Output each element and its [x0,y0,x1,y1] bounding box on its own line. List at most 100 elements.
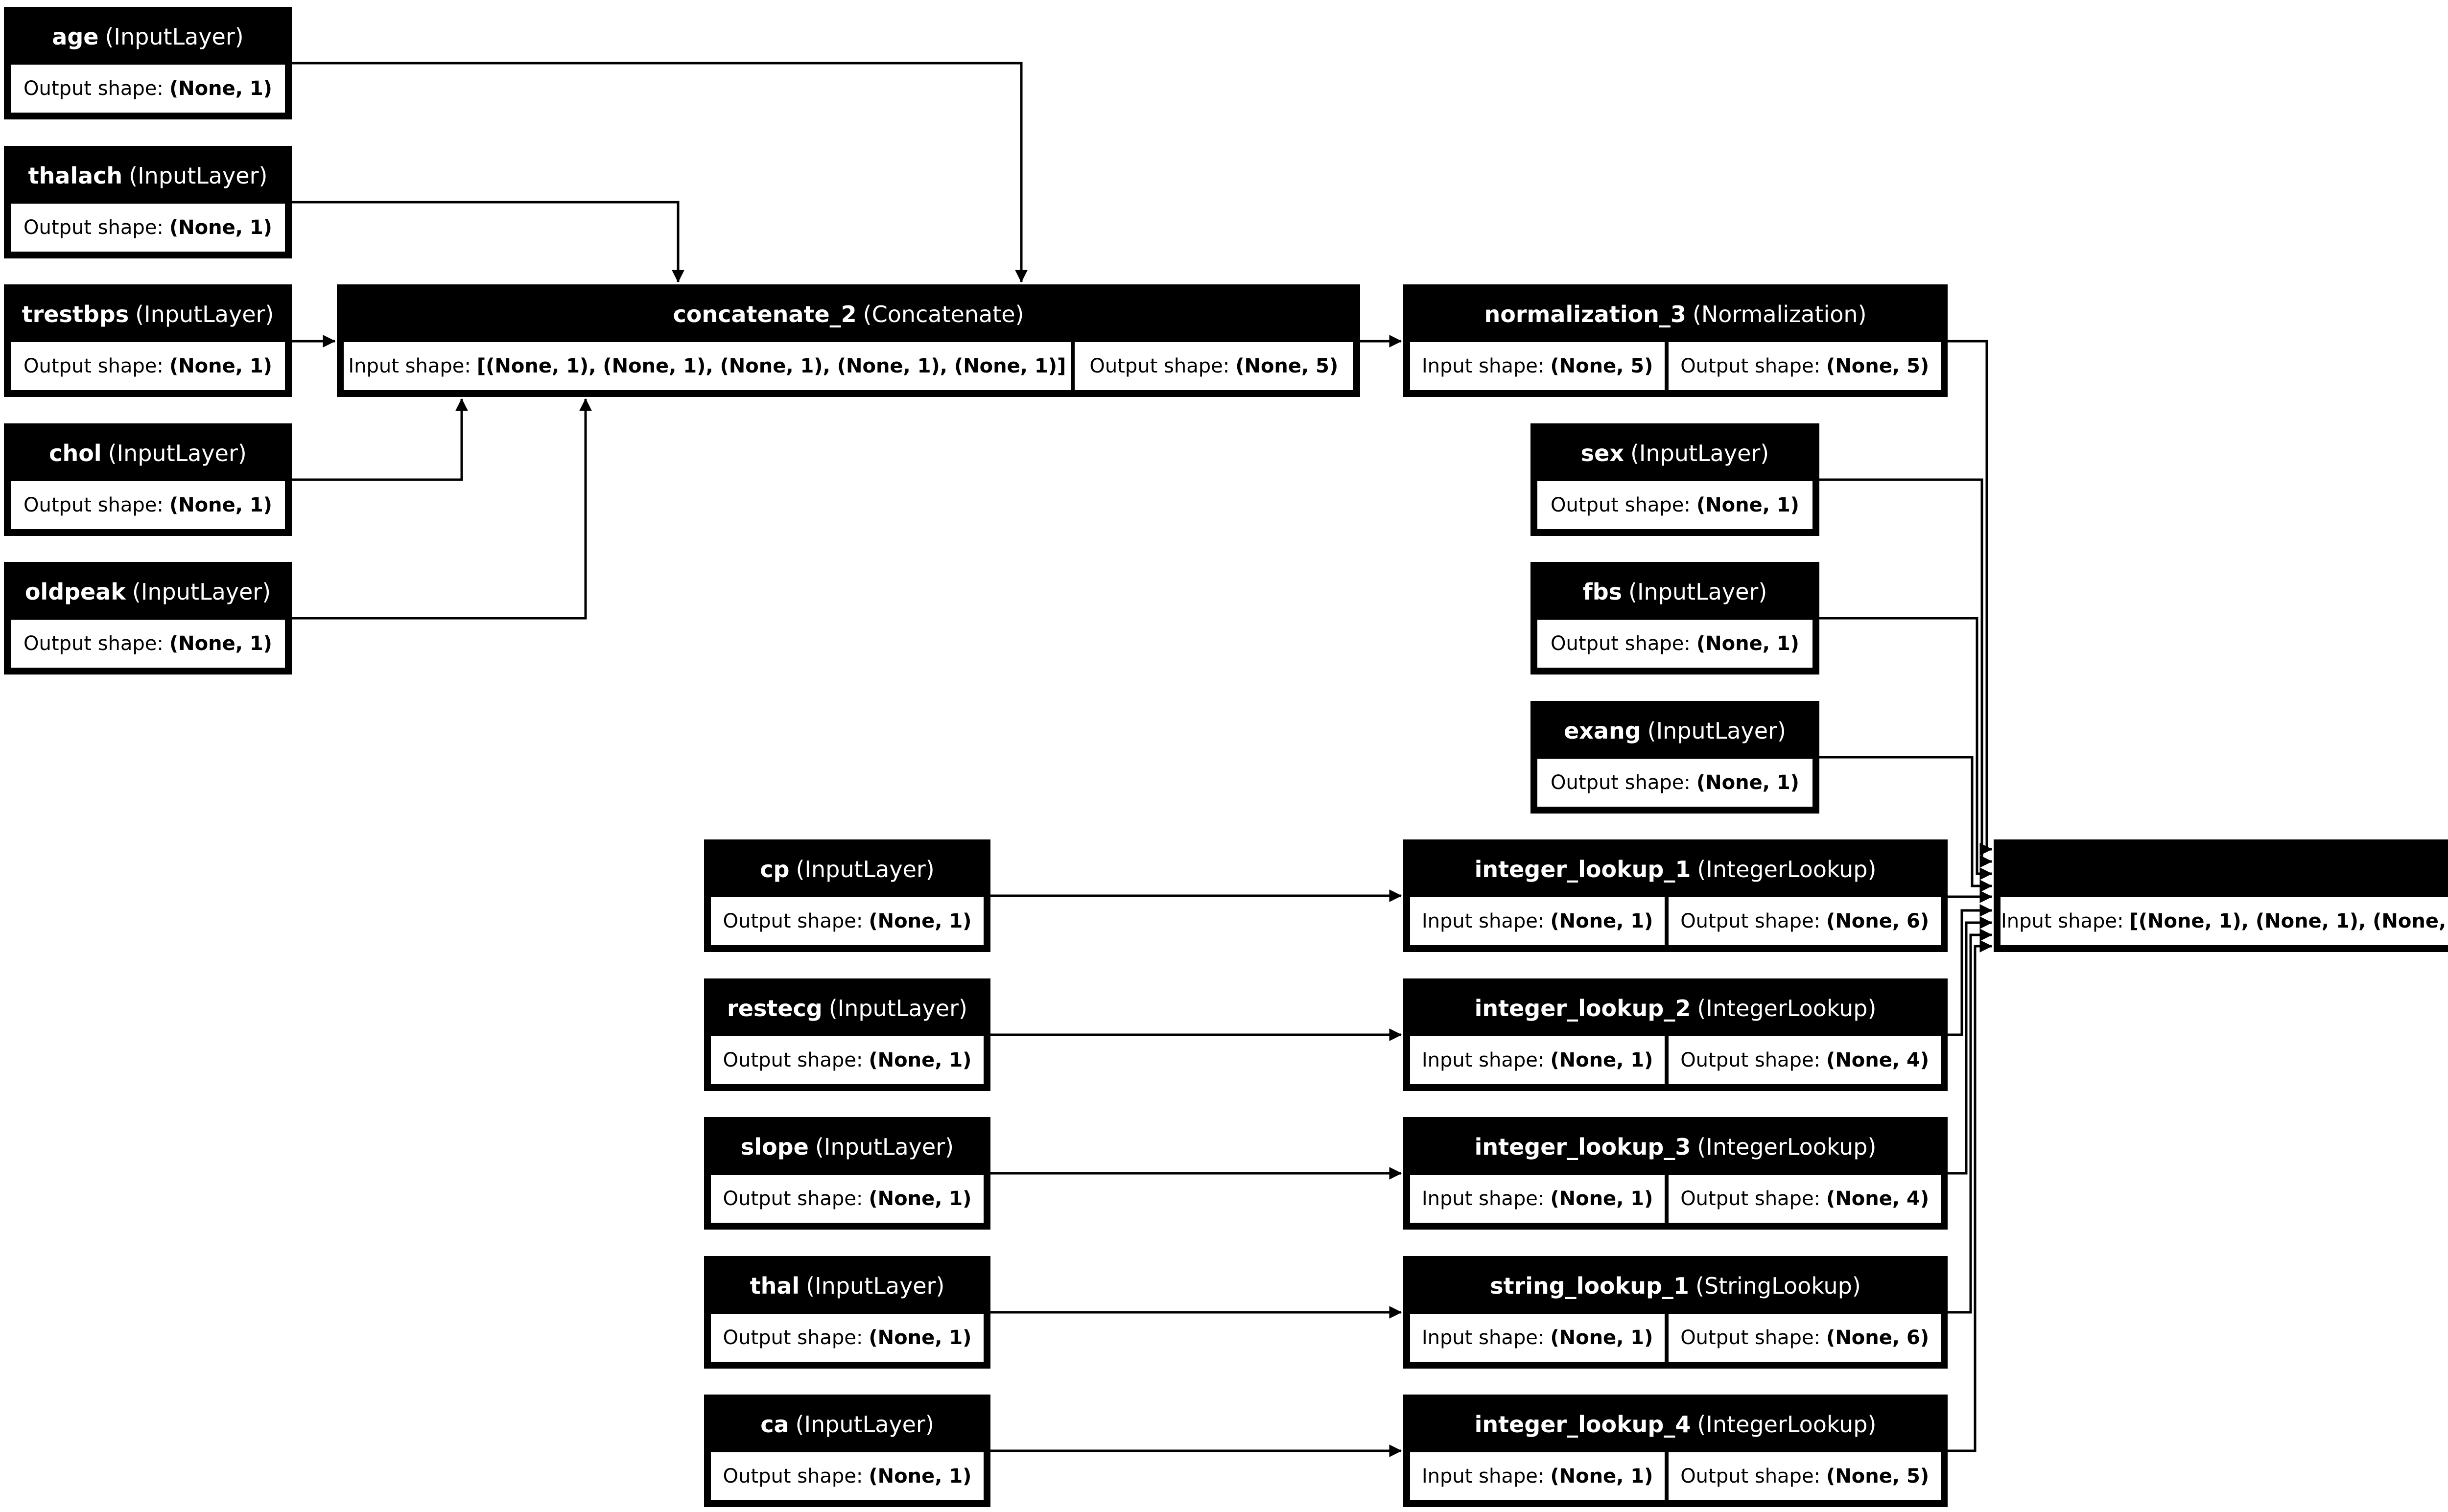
output-shape-cell: Output shape:(None, 1) [11,65,285,113]
layer-type: (IntegerLookup) [1697,995,1877,1022]
output-shape-cell: Output shape:(None, 1) [1537,481,1812,529]
node-title: thal(InputLayer) [707,1259,988,1313]
layer-type: (IntegerLookup) [1697,1411,1877,1438]
layer-name: thalach [28,163,123,189]
layer-type: (Normalization) [1692,301,1867,327]
layer-type: (InputLayer) [828,995,967,1022]
layer-type: (IntegerLookup) [1697,856,1877,883]
layer-type: (InputLayer) [1628,579,1767,605]
layer-name: concatenate_2 [673,301,857,327]
input-shape-cell: Input shape:(None, 5) [1410,342,1665,390]
output-shape-cell: Output shape:(None, 1) [711,897,984,945]
input-shape-cell: Input shape:[(None, 1), (None, 1), (None… [344,342,1071,390]
node-slope: slope(InputLayer) Output shape:(None, 1) [704,1117,990,1230]
edge-exang-to-concatenate_3 [1819,756,1993,892]
layer-name: oldpeak [24,579,126,605]
layer-type: (InputLayer) [132,579,271,605]
node-fbs: fbs(InputLayer) Output shape:(None, 1) [1530,562,1819,675]
layer-type: (InputLayer) [108,440,247,466]
node-cp: cp(InputLayer) Output shape:(None, 1) [704,839,990,952]
node-thalach: thalach(InputLayer) Output shape:(None, … [4,146,292,258]
output-shape-cell: Output shape:(None, 1) [11,204,285,252]
layer-type: (InputLayer) [135,301,274,327]
output-shape-cell: Output shape:(None, 5) [1074,342,1353,390]
layer-name: integer_lookup_3 [1474,1134,1691,1160]
output-shape-cell: Output shape:(None, 1) [711,1314,984,1362]
node-title: oldpeak(InputLayer) [7,565,289,619]
node-trestbps: trestbps(InputLayer) Output shape:(None,… [4,284,292,397]
node-title: slope(InputLayer) [707,1120,988,1174]
layer-name: integer_lookup_2 [1474,995,1691,1022]
node-title: normalization_3(Normalization) [1406,287,1945,341]
node-normalization_3: normalization_3(Normalization) Input sha… [1403,284,1948,397]
edge-normalization_3-to-concatenate_3 [1948,340,1993,856]
input-shape-cell: Input shape:(None, 1) [1410,1452,1665,1500]
input-shape-cell: Input shape:(None, 1) [1410,1036,1665,1084]
node-age: age(InputLayer) Output shape:(None, 1) [4,7,292,119]
edge-string_lookup_1-to-concatenate_3 [1948,929,1993,1314]
layer-name: trestbps [22,301,129,327]
node-oldpeak: oldpeak(InputLayer) Output shape:(None, … [4,562,292,675]
output-shape-cell: Output shape:(None, 1) [11,342,285,390]
layer-name: fbs [1582,579,1623,605]
output-shape-cell: Output shape:(None, 6) [1669,1314,1941,1362]
layer-name: sex [1580,440,1624,466]
edge-fbs-to-concatenate_3 [1819,617,1993,880]
input-shape-cell: Input shape:(None, 1) [1410,1175,1665,1223]
input-shape-cell: Input shape:(None, 1) [1410,1314,1665,1362]
node-title: thalach(InputLayer) [7,149,289,203]
layer-type: (Concatenate) [863,301,1024,327]
node-thal: thal(InputLayer) Output shape:(None, 1) [704,1256,990,1369]
layer-name: chol [49,440,102,466]
layer-name: cp [760,856,790,883]
node-ca: ca(InputLayer) Output shape:(None, 1) [704,1395,990,1507]
node-title: string_lookup_1(StringLookup) [1406,1259,1945,1313]
output-shape-cell: Output shape:(None, 4) [1669,1036,1941,1084]
layer-name: normalization_3 [1484,301,1686,327]
layer-name: integer_lookup_4 [1474,1411,1691,1438]
edge-age-to-concatenate_2 [292,62,1028,283]
layer-type: (IntegerLookup) [1697,1134,1877,1160]
node-concatenate_3: concatenate_3(Concatenate) Input shape:[… [1994,839,2448,952]
node-title: trestbps(InputLayer) [7,287,289,341]
layer-type: (InputLayer) [795,1411,934,1438]
layer-name: integer_lookup_1 [1474,856,1691,883]
output-shape-cell: Output shape:(None, 1) [11,481,285,529]
output-shape-cell: Output shape:(None, 1) [1537,759,1812,807]
node-title: integer_lookup_1(IntegerLookup) [1406,842,1945,896]
node-title: ca(InputLayer) [707,1397,988,1451]
node-string_lookup_1: string_lookup_1(StringLookup) Input shap… [1403,1256,1948,1369]
node-integer_lookup_2: integer_lookup_2(IntegerLookup) Input sh… [1403,978,1948,1091]
layer-type: (InputLayer) [1630,440,1769,466]
layer-name: restecg [727,995,823,1022]
input-shape-cell: Input shape:[(None, 1), (None, 1), (None… [2001,897,2448,945]
node-integer_lookup_3: integer_lookup_3(IntegerLookup) Input sh… [1403,1117,1948,1230]
output-shape-cell: Output shape:(None, 1) [11,620,285,668]
node-integer_lookup_4: integer_lookup_4(IntegerLookup) Input sh… [1403,1395,1948,1507]
layer-type: (InputLayer) [1647,718,1786,744]
input-shape-cell: Input shape:(None, 1) [1410,897,1665,945]
layer-type: (StringLookup) [1695,1273,1861,1299]
edge-thalach-to-concatenate_2 [292,201,684,283]
node-title: age(InputLayer) [7,10,289,64]
layer-type: (InputLayer) [815,1134,954,1160]
layer-type: (InputLayer) [796,856,935,883]
output-shape-cell: Output shape:(None, 5) [1669,1452,1941,1500]
edge-integer_lookup_3-to-concatenate_3 [1948,916,1993,1175]
node-title: restecg(InputLayer) [707,981,988,1035]
node-exang: exang(InputLayer) Output shape:(None, 1) [1530,701,1819,814]
node-title: concatenate_3(Concatenate) [1997,842,2448,896]
layer-type: (InputLayer) [806,1273,945,1299]
layer-name: thal [750,1273,800,1299]
node-restecg: restecg(InputLayer) Output shape:(None, … [704,978,990,1091]
edge-oldpeak-to-concatenate_2 [292,398,592,620]
node-title: integer_lookup_4(IntegerLookup) [1406,1397,1945,1451]
node-concatenate_2: concatenate_2(Concatenate) Input shape:[… [337,284,1360,397]
output-shape-cell: Output shape:(None, 1) [711,1175,984,1223]
node-title: exang(InputLayer) [1533,704,1816,758]
output-shape-cell: Output shape:(None, 1) [711,1452,984,1500]
layer-type: (InputLayer) [105,23,244,50]
node-sex: sex(InputLayer) Output shape:(None, 1) [1530,423,1819,536]
